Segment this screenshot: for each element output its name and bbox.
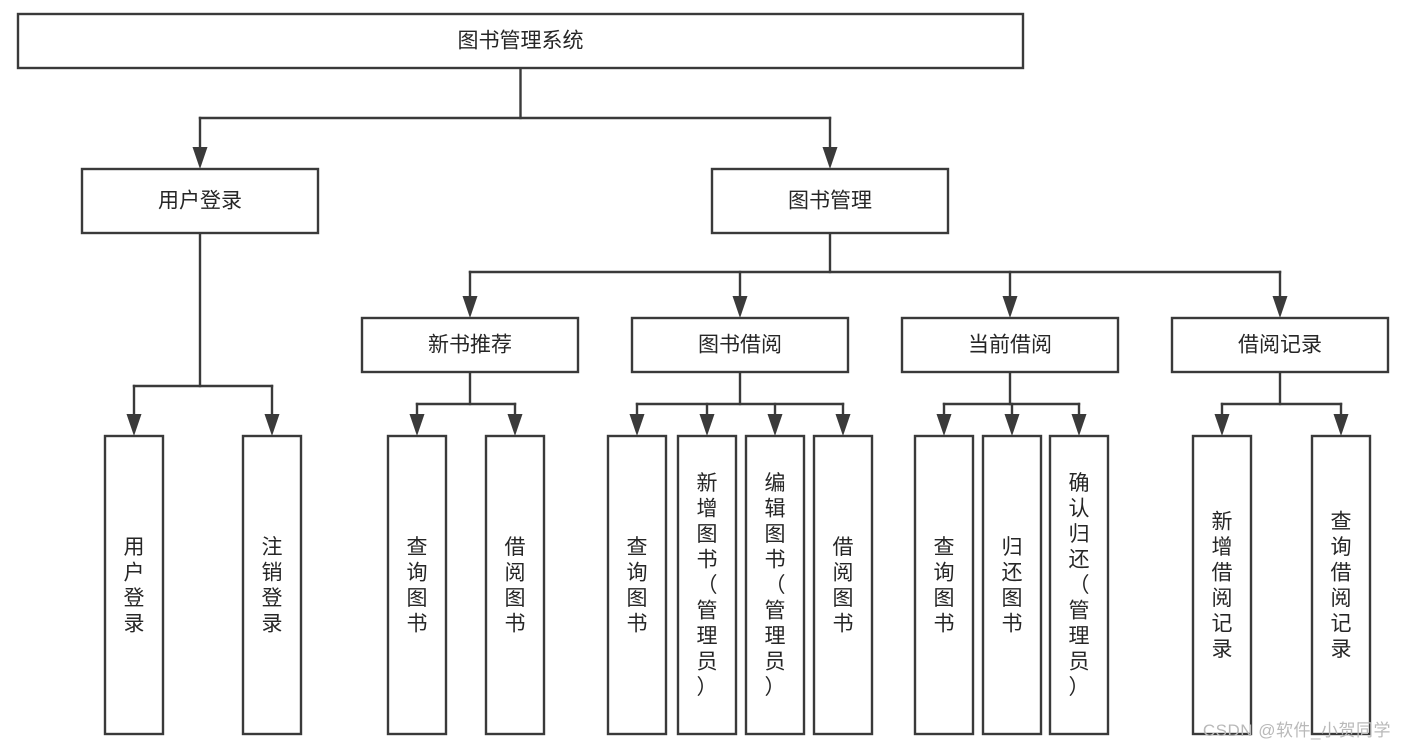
node-new-book-recommend[interactable]: 新书推荐 [360, 316, 580, 374]
arrow-head-icon [732, 296, 748, 318]
node-leaf-borrow-book-1-box [484, 434, 546, 736]
node-leaf-add-book-label: 新增图书（管理员） [697, 472, 718, 699]
node-leaf-confirm-return-box [1048, 434, 1110, 736]
node-root[interactable]: 图书管理系统 [16, 12, 1025, 70]
node-leaf-query-book-2[interactable]: 查询图书 [606, 434, 668, 736]
node-borrow-record-label: 借阅记录 [1238, 334, 1322, 357]
connector-group-book-borrow [629, 370, 851, 436]
node-borrow-record-box [1170, 316, 1390, 374]
connector-group-user-login [126, 231, 280, 436]
node-user-login-label: 用户登录 [158, 190, 242, 213]
node-book-borrow[interactable]: 图书借阅 [630, 316, 850, 374]
arrow-head-icon [409, 414, 425, 436]
arrow-head-icon [767, 414, 783, 436]
node-leaf-confirm-return[interactable]: 确认归还（管理员） [1048, 434, 1110, 736]
node-leaf-return-book-box [981, 434, 1043, 736]
node-leaf-query-book-1-label: 查询图书 [407, 536, 428, 636]
node-leaf-query-book-3-label: 查询图书 [934, 536, 955, 636]
node-leaf-query-record-box [1310, 434, 1372, 736]
node-current-borrow-box [900, 316, 1120, 374]
node-leaf-query-record-label: 查询借阅记录 [1331, 510, 1352, 661]
node-current-borrow[interactable]: 当前借阅 [900, 316, 1120, 374]
node-leaf-return-book[interactable]: 归还图书 [981, 434, 1043, 736]
node-leaf-query-record[interactable]: 查询借阅记录 [1310, 434, 1372, 736]
node-root-box [16, 12, 1025, 70]
node-leaf-borrow-book-1-label: 借阅图书 [505, 536, 526, 636]
node-leaf-user-logout-label: 注销登录 [262, 536, 283, 636]
node-leaf-borrow-book-2-label: 借阅图书 [833, 536, 854, 636]
arrow-head-icon [264, 414, 280, 436]
node-book-borrow-box [630, 316, 850, 374]
node-current-borrow-label: 当前借阅 [968, 334, 1052, 357]
node-leaf-add-book-box [676, 434, 738, 736]
node-book-manage[interactable]: 图书管理 [710, 167, 950, 235]
connector-group-current-borrow [936, 370, 1087, 436]
node-user-login[interactable]: 用户登录 [80, 167, 320, 235]
node-leaf-query-book-3-box [913, 434, 975, 736]
node-book-borrow-label: 图书借阅 [698, 334, 782, 357]
arrow-head-icon [1333, 414, 1349, 436]
arrow-head-icon [462, 296, 478, 318]
node-leaf-add-book[interactable]: 新增图书（管理员） [676, 434, 738, 736]
arrow-head-icon [835, 414, 851, 436]
node-book-manage-box [710, 167, 950, 235]
arrow-head-icon [629, 414, 645, 436]
node-leaf-user-login-label: 用户登录 [124, 536, 145, 636]
node-borrow-record[interactable]: 借阅记录 [1170, 316, 1390, 374]
node-leaf-edit-book[interactable]: 编辑图书（管理员） [744, 434, 806, 736]
arrow-head-icon [936, 414, 952, 436]
arrow-head-icon [1004, 414, 1020, 436]
watermark: CSDN @软件_小贺同学 [1202, 721, 1391, 740]
connector-group-root [192, 66, 838, 169]
node-leaf-add-record-box [1191, 434, 1253, 736]
node-leaf-user-logout[interactable]: 注销登录 [241, 434, 303, 736]
node-leaf-confirm-return-label: 确认归还（管理员） [1069, 472, 1090, 699]
node-user-login-box [80, 167, 320, 235]
node-leaf-user-login[interactable]: 用户登录 [103, 434, 165, 736]
connector-group-borrow-record [1214, 370, 1349, 436]
node-new-book-recommend-box [360, 316, 580, 374]
arrow-head-icon [1214, 414, 1230, 436]
connector-group-new-book-recommend [409, 370, 523, 436]
arrow-head-icon [1272, 296, 1288, 318]
connector-group-book-manage [462, 231, 1288, 318]
node-leaf-query-book-2-box [606, 434, 668, 736]
node-book-manage-label: 图书管理 [788, 190, 872, 213]
node-leaf-user-login-box [103, 434, 165, 736]
node-leaf-edit-book-label: 编辑图书（管理员） [765, 472, 786, 699]
arrow-head-icon [1002, 296, 1018, 318]
node-new-book-recommend-label: 新书推荐 [428, 334, 512, 357]
node-leaf-borrow-book-1[interactable]: 借阅图书 [484, 434, 546, 736]
node-leaf-query-book-1[interactable]: 查询图书 [386, 434, 448, 736]
node-leaf-add-record-label: 新增借阅记录 [1212, 510, 1233, 661]
node-leaf-return-book-label: 归还图书 [1002, 536, 1023, 636]
arrow-head-icon [699, 414, 715, 436]
arrow-head-icon [126, 414, 142, 436]
arrow-head-icon [507, 414, 523, 436]
arrow-head-icon [192, 147, 208, 169]
node-leaf-query-book-1-box [386, 434, 448, 736]
arrow-head-icon [822, 147, 838, 169]
node-leaf-user-logout-box [241, 434, 303, 736]
node-leaf-borrow-book-2[interactable]: 借阅图书 [812, 434, 874, 736]
arrow-head-icon [1071, 414, 1087, 436]
node-leaf-borrow-book-2-box [812, 434, 874, 736]
node-leaf-query-book-2-label: 查询图书 [627, 536, 648, 636]
node-leaf-add-record[interactable]: 新增借阅记录 [1191, 434, 1253, 736]
node-root-label: 图书管理系统 [458, 30, 584, 53]
node-leaf-query-book-3[interactable]: 查询图书 [913, 434, 975, 736]
node-leaf-edit-book-box [744, 434, 806, 736]
